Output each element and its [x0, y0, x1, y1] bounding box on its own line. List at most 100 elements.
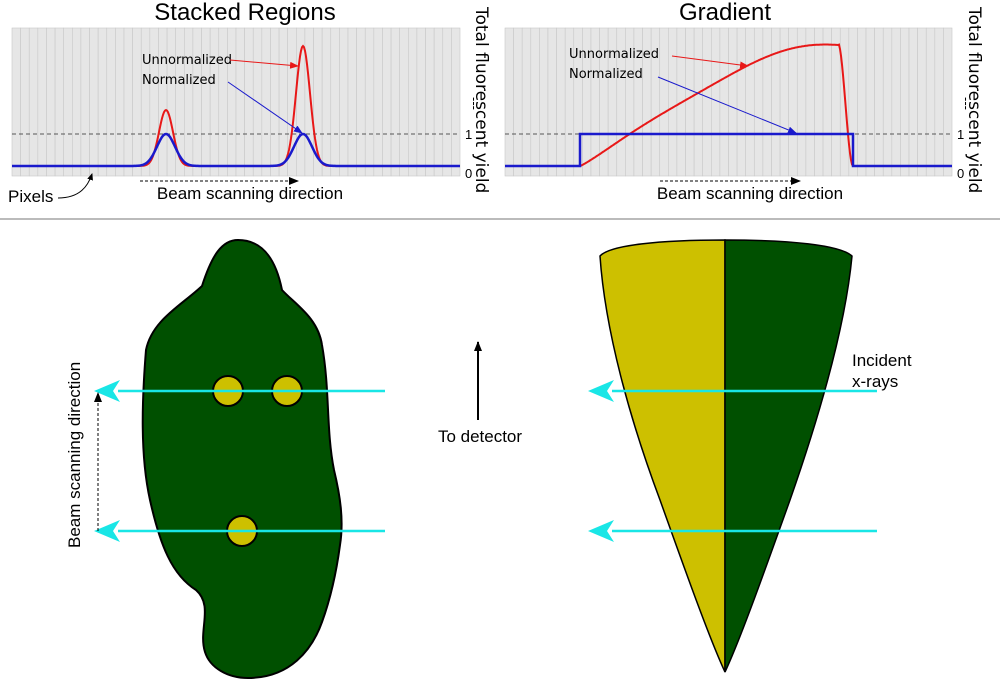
pixels-pointer	[57, 173, 93, 199]
pixel-cell	[37, 27, 47, 177]
gradient-title: Gradient	[679, 0, 771, 26]
pixel-cell	[943, 27, 953, 177]
scan-direction-label-right: Beam scanning direction	[657, 184, 843, 203]
pixel-cell	[771, 27, 781, 177]
pixel-cell	[166, 27, 177, 177]
pixel-cell	[934, 27, 944, 177]
pixel-cell	[235, 27, 245, 177]
pixel-cell	[364, 27, 375, 177]
unnormalized-pointer-right	[671, 55, 749, 69]
pixel-cell	[556, 27, 566, 177]
pixel-cell	[80, 27, 90, 177]
unnormalized-label-left: Unnormalized	[142, 53, 232, 68]
pixel-cell	[63, 27, 73, 177]
pixel-cell	[728, 27, 738, 177]
pixel-cell	[736, 27, 746, 177]
incident-label-line1: Incident	[852, 351, 912, 370]
pixel-cell	[917, 27, 927, 177]
tick-one-right: 1	[957, 127, 964, 142]
pixel-cell	[356, 27, 366, 177]
pixel-cell	[874, 27, 884, 177]
to-detector-label: To detector	[438, 427, 522, 446]
pixel-cell	[908, 27, 918, 177]
pixel-cell	[745, 27, 755, 177]
y-axis-dash-left: ---	[467, 97, 482, 110]
pixel-cell	[270, 27, 280, 177]
pixel-cell	[54, 27, 65, 177]
stacked-regions-title: Stacked Regions	[154, 0, 335, 26]
y-axis-label-left: Total fluorescent yield	[471, 6, 491, 193]
pixel-cell	[20, 27, 30, 177]
pixel-cell	[89, 27, 99, 177]
pixels-label: Pixels	[8, 187, 53, 206]
pixel-cell	[788, 27, 798, 177]
pixel-cell	[209, 27, 220, 177]
pixel-cell	[158, 27, 168, 177]
pixel-cell	[805, 27, 815, 177]
normalized-pointer-right	[657, 76, 797, 134]
pixel-cell	[192, 27, 202, 177]
pixel-cell	[106, 27, 116, 177]
pixel-cell	[865, 27, 875, 177]
pixel-cell	[857, 27, 867, 177]
pixel-cell	[175, 27, 185, 177]
normalized-label-left: Normalized	[142, 73, 216, 88]
pixel-cell	[201, 27, 211, 177]
pixel-cell	[668, 27, 678, 177]
normalized-label-right: Normalized	[569, 67, 643, 82]
pixel-cell	[433, 27, 444, 177]
pixel-cell	[46, 27, 56, 177]
pixel-cell	[218, 27, 228, 177]
pixel-cell	[451, 27, 461, 177]
stacked-regions-sample: Beam scanning direction	[65, 238, 385, 680]
gradient-sample: Incident x-rays	[588, 239, 912, 673]
pixel-cell	[442, 27, 452, 177]
pixel-cell	[408, 27, 418, 177]
pixel-cell	[539, 27, 549, 177]
normalized-curve-left	[12, 132, 460, 168]
pixel-cell	[97, 27, 108, 177]
pixel-cell	[530, 27, 540, 177]
tissue-blob	[141, 238, 343, 680]
pixel-cell	[382, 27, 392, 177]
pixel-cell	[399, 27, 409, 177]
stacked-regions-panel: Stacked Regions Unnormalized Normalized …	[8, 0, 491, 206]
pixel-cell	[753, 27, 764, 177]
pixel-cell	[814, 27, 824, 177]
pixel-cell	[521, 27, 532, 177]
pixel-cell	[762, 27, 772, 177]
unnormalized-pointer-left	[229, 59, 299, 69]
pixel-cell	[702, 27, 712, 177]
pixel-grid-left	[11, 27, 461, 177]
pixel-cell	[425, 27, 435, 177]
y-axis-dash-right: ---	[959, 97, 974, 110]
pixel-cell	[504, 27, 514, 177]
normalized-curve-right	[505, 132, 952, 168]
detector-indicator: To detector	[438, 341, 522, 446]
pixel-cell	[11, 27, 21, 177]
incident-label-line2: x-rays	[852, 372, 898, 391]
pixel-cell	[115, 27, 125, 177]
pixel-cell	[140, 27, 151, 177]
pixel-cell	[513, 27, 523, 177]
pixel-cell	[693, 27, 704, 177]
unnormalized-label-right: Unnormalized	[569, 47, 659, 62]
pixel-cell	[719, 27, 729, 177]
pixel-cell	[416, 27, 426, 177]
pixel-cell	[659, 27, 669, 177]
gradient-panel: Gradient Unnormalized Normalized Beam sc…	[504, 0, 984, 203]
pixel-cell	[321, 27, 332, 177]
pixel-cell	[891, 27, 901, 177]
pixel-cell	[390, 27, 400, 177]
normalized-pointer-left	[227, 81, 303, 134]
y-axis-label-right: Total fluorescent yield	[964, 6, 984, 193]
scan-direction-label-vertical: Beam scanning direction	[65, 362, 84, 548]
pixel-cell	[547, 27, 557, 177]
pixel-cell	[347, 27, 357, 177]
pixel-cell	[278, 27, 288, 177]
tick-zero-left: 0	[465, 166, 472, 181]
scan-direction-label-left: Beam scanning direction	[157, 184, 343, 203]
tick-one-left: 1	[465, 127, 472, 142]
pixel-cell	[244, 27, 254, 177]
